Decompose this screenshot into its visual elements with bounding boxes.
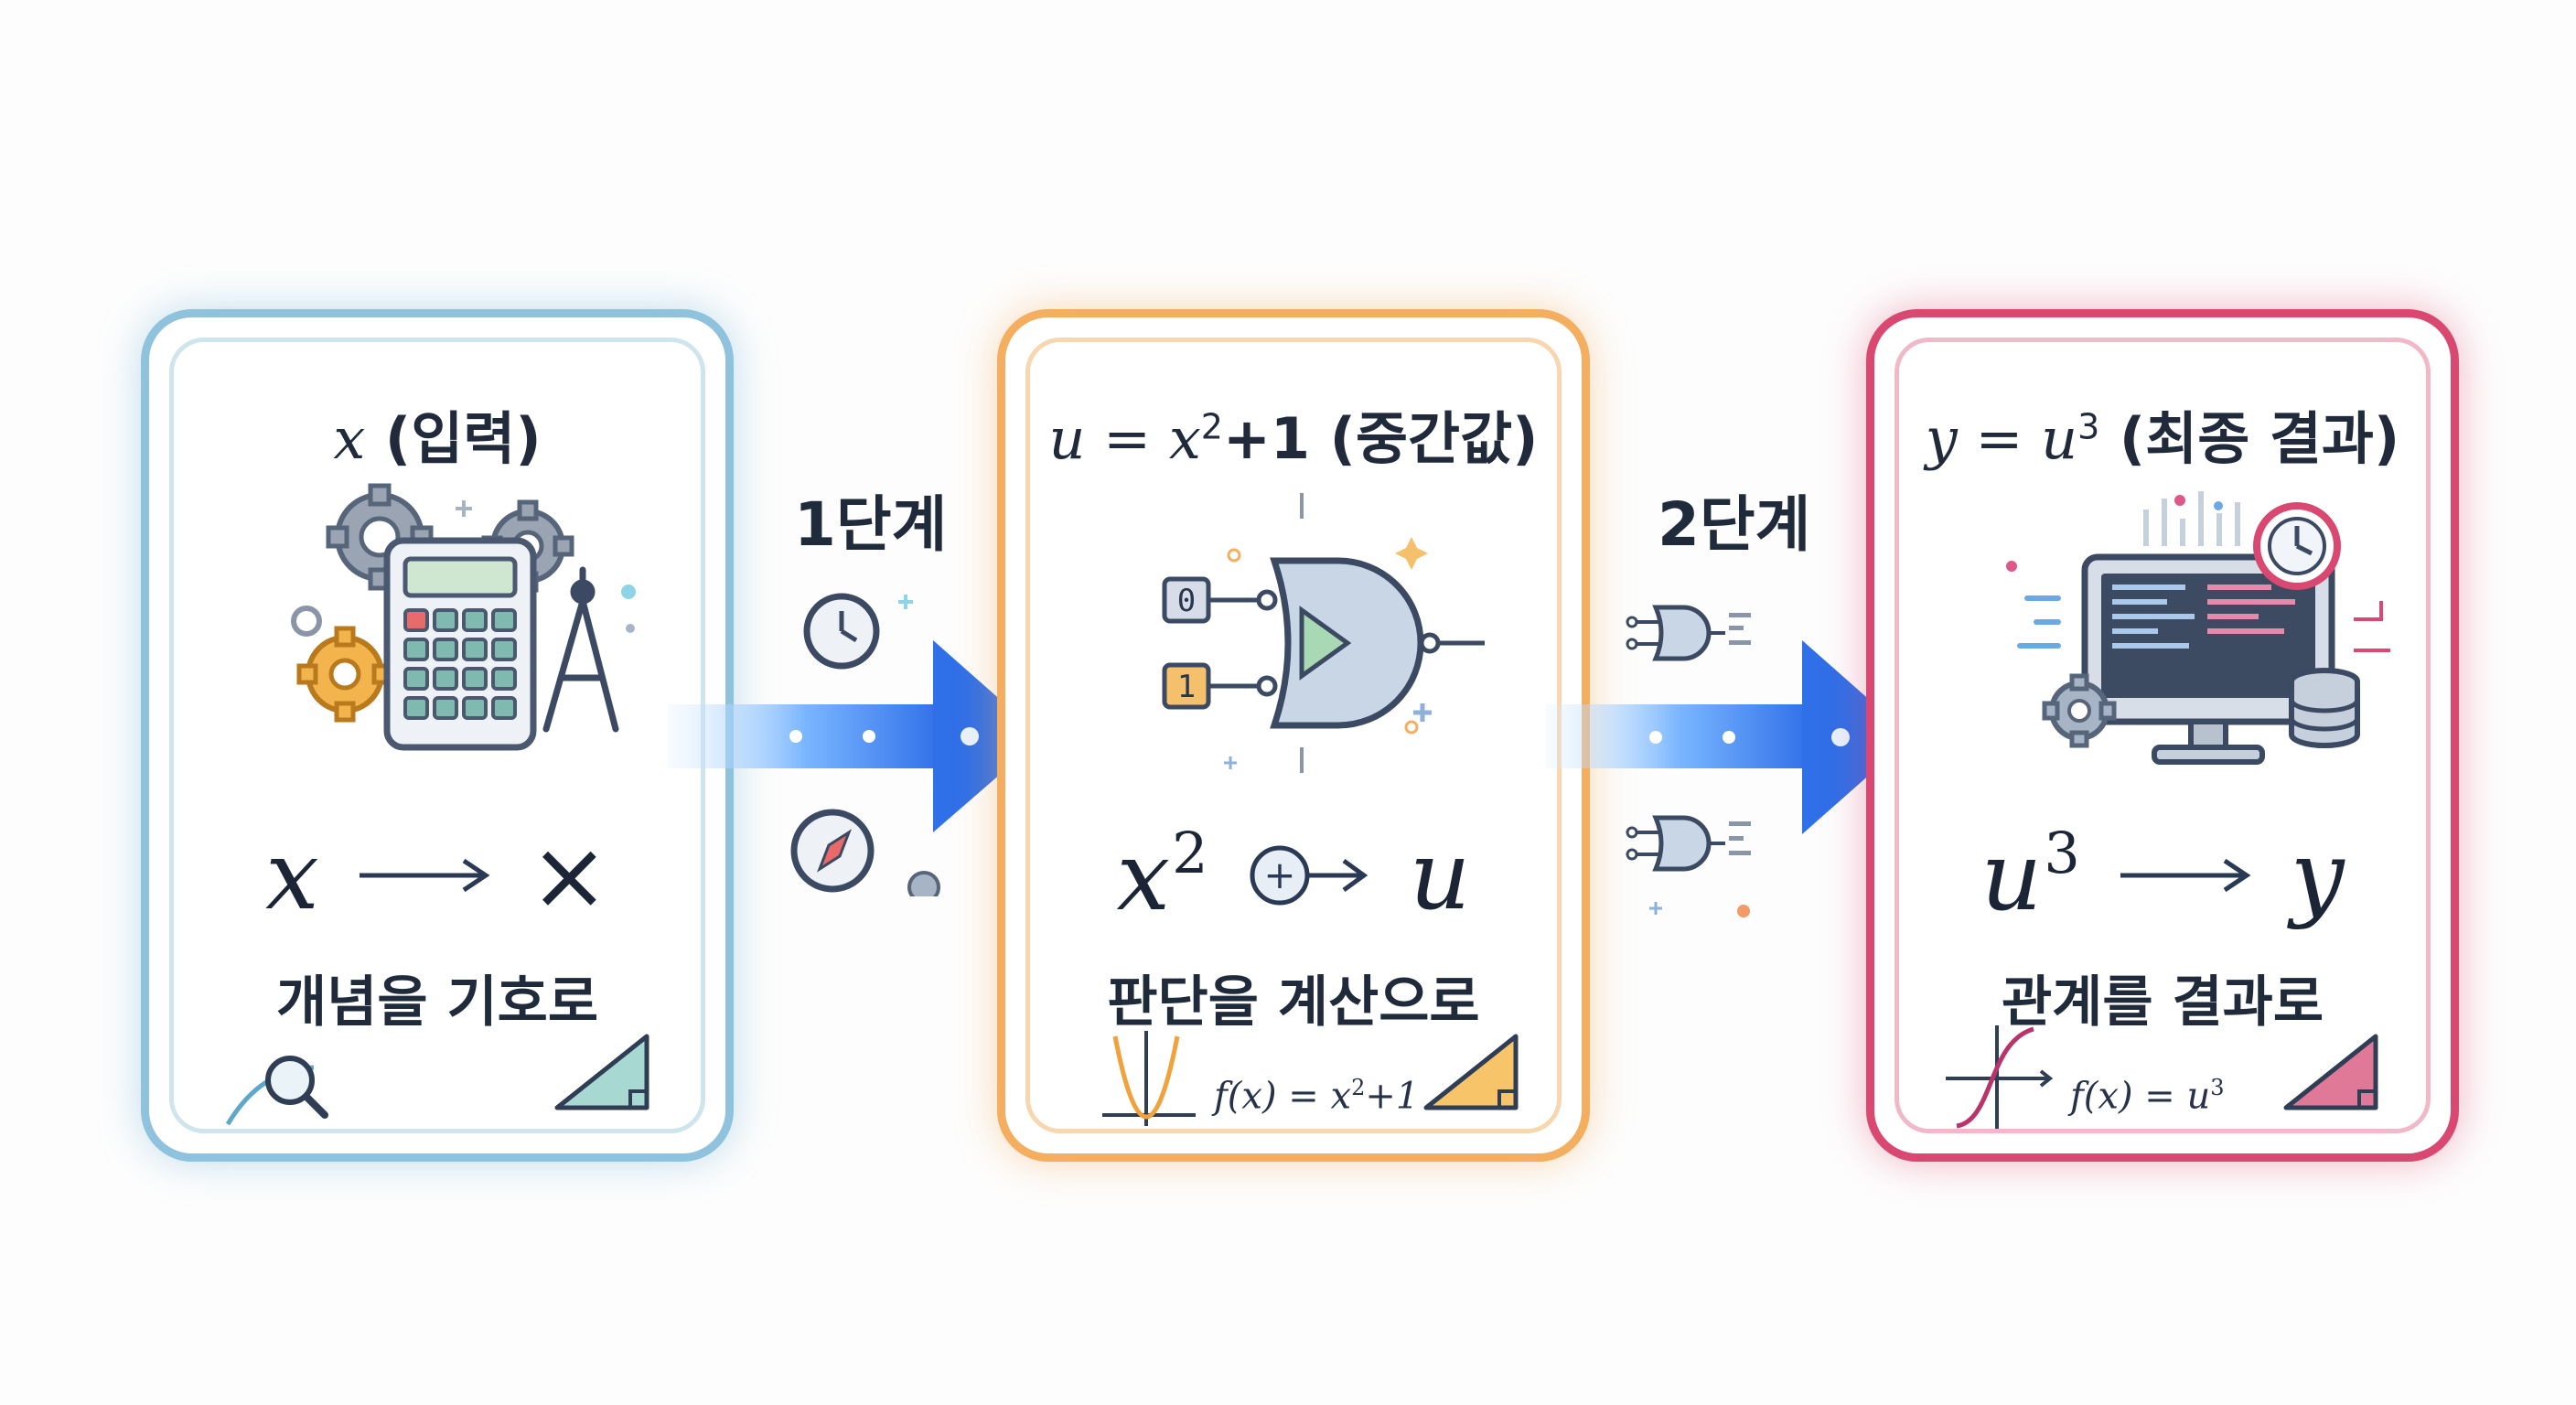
eq-left: u3 <box>1980 819 2080 932</box>
equation-row: u3 y <box>1874 811 2451 939</box>
logic-gate-icon <box>1626 605 1751 661</box>
small-gear-icon <box>291 606 322 637</box>
input-zero-box: 0 <box>1162 576 1211 624</box>
card-caption: 관계를 결과로 <box>2001 971 2324 1035</box>
card-title: x (입력) <box>333 405 542 472</box>
equation-row: x2 + u <box>1005 811 1582 939</box>
parabola-graph-icon <box>1102 1031 1196 1126</box>
eq-right: u <box>1409 820 1471 931</box>
gear-icon <box>2042 673 2117 748</box>
and-gate-icon <box>1270 557 1424 729</box>
step-label: 2단계 <box>1658 489 1811 560</box>
navigation-compass-icon <box>790 809 875 893</box>
triangle-ruler-icon <box>2283 1034 2378 1110</box>
input-one-box: 1 <box>1162 662 1211 710</box>
clock-icon <box>803 593 880 670</box>
card-caption: 판단을 계산으로 <box>1107 971 1480 1035</box>
logic-gate-icon <box>1626 815 1751 872</box>
svg-text:+: + <box>1263 853 1295 897</box>
card-intermediate: u = x2+1 (중간값) 0 1 x2 <box>997 309 1590 1162</box>
step-arrow <box>1546 605 1912 917</box>
plus-arrow-icon: + <box>1250 845 1368 906</box>
drawing-compass-icon <box>542 566 619 733</box>
step-label: 1단계 <box>794 489 948 560</box>
triangle-ruler-icon <box>1423 1034 1519 1110</box>
svg-text:0: 0 <box>1177 583 1196 619</box>
eq-left: x2 <box>1116 819 1208 932</box>
database-icon <box>2289 668 2360 748</box>
eq-right: y <box>2290 820 2345 931</box>
arrow-right-icon <box>359 858 490 893</box>
eq-right: × <box>529 820 609 931</box>
clock-icon <box>2253 502 2341 590</box>
gear-icon <box>907 871 940 896</box>
card-final-result: y = u3 (최종 결과) <box>1866 309 2459 1162</box>
step-arrow <box>668 593 1043 896</box>
function-formula: f(x) = u3 <box>2070 1075 2225 1118</box>
monitor-icon <box>2081 553 2335 765</box>
svg-text:1: 1 <box>1177 669 1196 705</box>
card-title: y = u3 (최종 결과) <box>1925 405 2400 472</box>
gear-icon <box>296 626 393 723</box>
card-caption: 개념을 기호로 <box>275 971 599 1035</box>
function-formula: f(x) = x2+1 <box>1214 1075 1420 1118</box>
cubic-graph-icon <box>1946 1025 2054 1133</box>
calculator-icon <box>383 537 537 751</box>
card-title: u = x2+1 (중간값) <box>1048 405 1539 472</box>
card-input: x (입력) <box>141 309 734 1162</box>
triangle-ruler-icon <box>554 1034 649 1110</box>
logic-gate-illustration: 0 1 <box>1162 493 1485 773</box>
eq-left: x <box>265 820 319 931</box>
equation-row: x × <box>149 811 725 939</box>
computer-illustration <box>2006 491 2390 765</box>
calculator-gears-illustration <box>291 483 636 751</box>
magnifier-curve-icon <box>225 1056 328 1126</box>
arrow-right-icon <box>2120 858 2251 893</box>
